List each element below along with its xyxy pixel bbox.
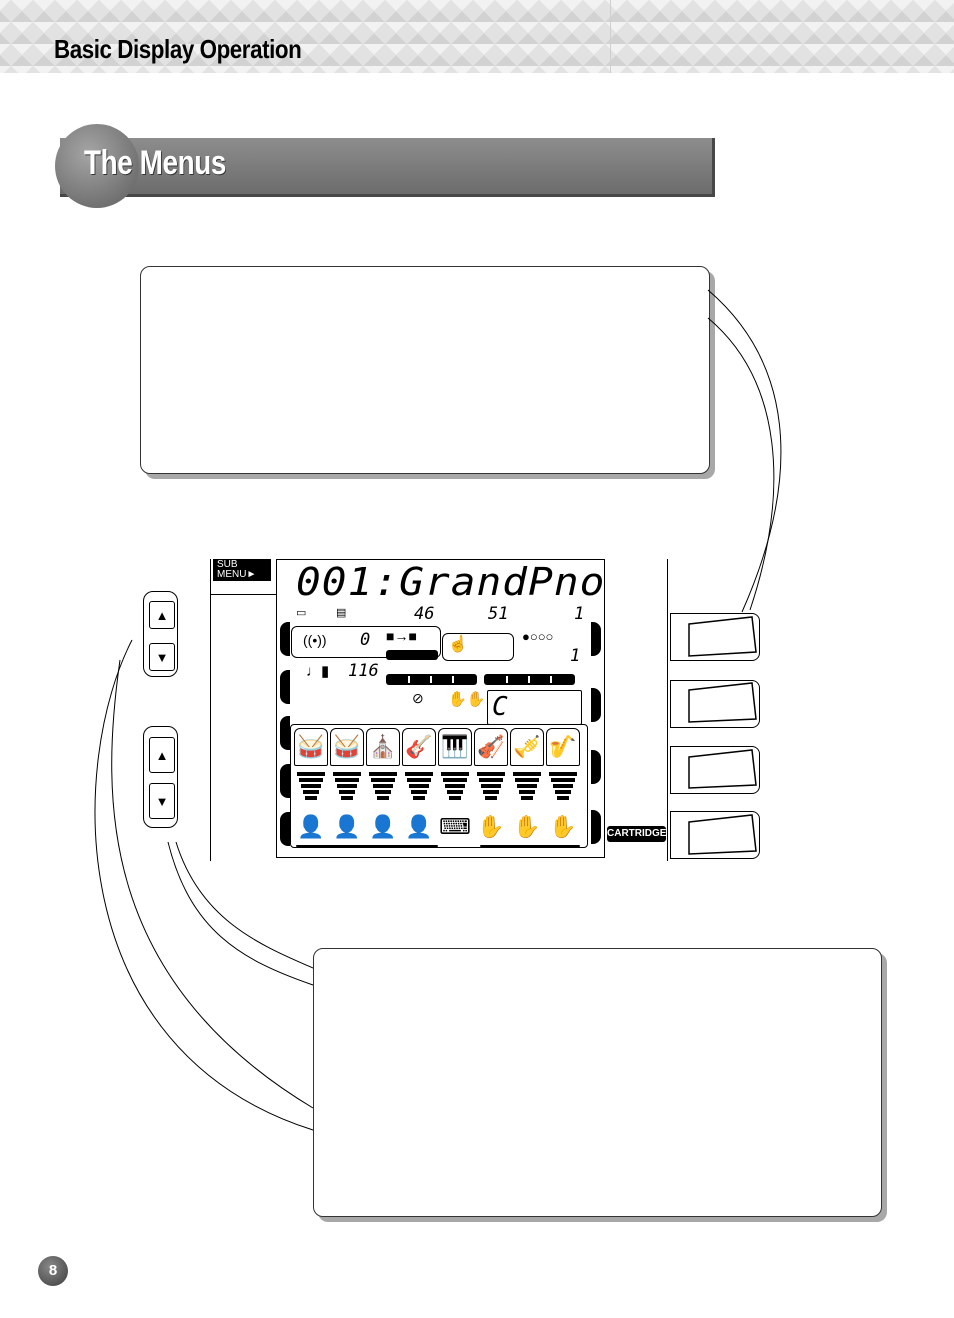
- display-value-b: 51: [488, 604, 509, 624]
- player-face-icon: 👤: [297, 814, 325, 839]
- lcd-display: [276, 559, 605, 858]
- menu-down-button[interactable]: ▼: [149, 643, 175, 671]
- guitar-icon: 🎸: [402, 728, 436, 766]
- split-icon: ■→■: [386, 628, 417, 644]
- level-meter-row: [294, 772, 582, 810]
- level-meter: [474, 772, 508, 810]
- level-meter: [330, 772, 364, 810]
- instrument-grid-frame: [290, 724, 588, 848]
- menu-select-buttons: ▲ ▼: [143, 591, 178, 677]
- item-down-button[interactable]: ▼: [149, 783, 175, 819]
- page-title: The Menus: [84, 144, 226, 182]
- organ-pipes-icon: ⛪: [366, 728, 400, 766]
- lcd-right-rule: [667, 559, 668, 861]
- registration-value: 1: [570, 646, 581, 666]
- lcd-side-tab-left: [280, 670, 290, 704]
- menus-banner: [60, 138, 715, 197]
- lcd-side-tab-right: [591, 622, 601, 656]
- split-bar: [386, 650, 438, 660]
- menu-up-button[interactable]: ▲: [149, 601, 175, 629]
- disk-icon: ▭: [296, 607, 307, 619]
- hand-icon: ✋: [513, 814, 541, 839]
- player-face-icon: 👤: [405, 814, 433, 839]
- lcd-side-tab-right: [591, 688, 601, 722]
- voice-name-readout: 001:GrandPno: [296, 560, 606, 604]
- drum-kit-icon: 🥁: [294, 728, 328, 766]
- hand-icon: ✋: [477, 814, 505, 839]
- lcd-side-tab-left: [280, 716, 290, 750]
- touch-indicator-box: [442, 633, 514, 661]
- metronome-icon: ♩▮: [306, 663, 330, 680]
- reverb-icon: ((•)): [303, 632, 327, 648]
- lcd-side-tab-left: [280, 812, 290, 846]
- header-divider: [610, 0, 611, 73]
- display-button-4: [688, 814, 757, 855]
- registration-dots-icon: ●○○○: [522, 629, 554, 644]
- sub-menu-badge: SUB MENU►: [213, 559, 271, 581]
- lcd-side-tab-left: [280, 622, 290, 656]
- top-callout-box: [140, 266, 710, 474]
- lcd-side-tab-right: [591, 810, 601, 844]
- lcd-left-rule: [210, 559, 211, 861]
- lcd-side-tab-left: [280, 764, 290, 798]
- level-meter: [510, 772, 544, 810]
- level-meter: [438, 772, 472, 810]
- player-face-icon: 👤: [369, 814, 397, 839]
- reverb-value: 0: [360, 630, 371, 650]
- cartridge-badge: CARTRIDGE: [607, 826, 666, 842]
- track-underline: [296, 845, 438, 847]
- hands-icon: ✋✋: [448, 691, 486, 708]
- item-select-buttons: ▲ ▼: [143, 726, 178, 828]
- level-meter: [546, 772, 580, 810]
- keyboard-text-icon: ⌨: [439, 814, 471, 839]
- player-icon-row: 👤 👤 👤 👤 ⌨ ✋ ✋ ✋: [294, 810, 582, 844]
- display-button-2: [688, 682, 757, 723]
- section-title: Basic Display Operation: [54, 34, 302, 64]
- display-value-c: 1: [574, 604, 585, 624]
- display-button-3: [688, 749, 757, 789]
- chord-root: C: [492, 692, 508, 722]
- hand-icon: ✋: [549, 814, 577, 839]
- level-meter: [402, 772, 436, 810]
- bottom-callout-box: [313, 948, 882, 1217]
- level-meter: [294, 772, 328, 810]
- player-face-icon: 👤: [333, 814, 361, 839]
- display-value-a: 46: [414, 604, 435, 624]
- trumpet-icon: 🎺: [510, 728, 544, 766]
- left-track-bar: [386, 674, 477, 685]
- down-arrow-icon: ▼: [155, 649, 169, 665]
- level-meter: [366, 772, 400, 810]
- touch-icon: ☝: [448, 636, 468, 653]
- piano-icon: 🎹: [438, 728, 472, 766]
- header-band: [0, 0, 954, 73]
- drum-set-icon: 🥁: [330, 728, 364, 766]
- track-underline: [480, 845, 580, 847]
- settings-frame: [291, 626, 441, 658]
- right-track-bar: [484, 674, 575, 685]
- display-button-1: [688, 616, 757, 657]
- page-number: 8: [38, 1256, 68, 1286]
- up-arrow-icon: ▲: [155, 747, 169, 763]
- instrument-icon-row: 🥁 🥁 ⛪ 🎸 🎹 🎻 🎺 🎷: [294, 728, 582, 766]
- strings-icon: 🎻: [474, 728, 508, 766]
- midi-icon: ▤: [336, 607, 347, 619]
- item-up-button[interactable]: ▲: [149, 737, 175, 773]
- down-arrow-icon: ▼: [155, 793, 169, 809]
- tempo-value: 116: [348, 661, 379, 681]
- saxophone-icon: 🎷: [546, 728, 580, 766]
- up-arrow-icon: ▲: [155, 607, 169, 623]
- no-entry-icon: ⊘: [412, 690, 424, 706]
- menus-banner-circle: [55, 124, 139, 208]
- lcd-side-tab-right: [591, 750, 601, 784]
- lcd-leader-line: [210, 594, 276, 595]
